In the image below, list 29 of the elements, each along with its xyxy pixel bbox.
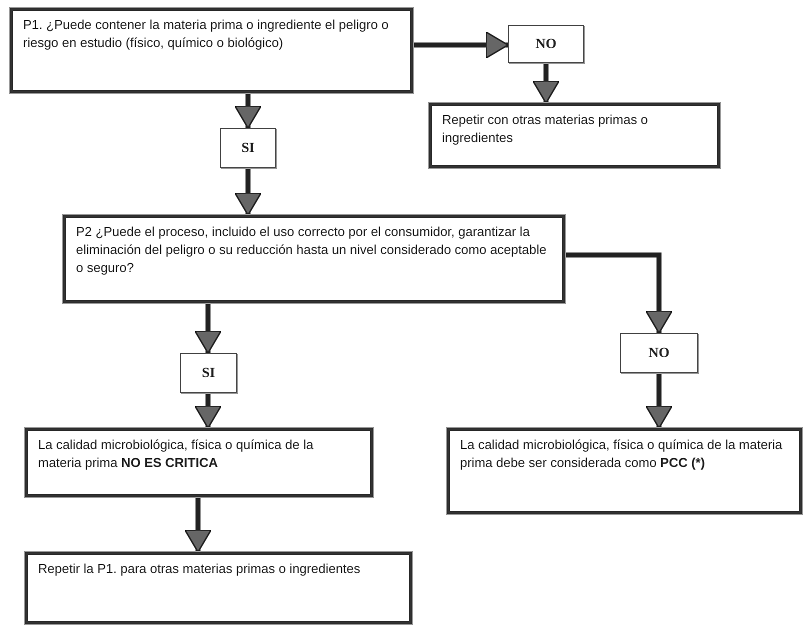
arrow — [645, 373, 673, 429]
answer-box — [620, 333, 698, 373]
process-box — [429, 103, 720, 168]
process-box — [10, 8, 413, 93]
arrow — [184, 497, 212, 553]
answer-box — [508, 25, 584, 63]
answer-label: NO — [648, 344, 670, 362]
arrow — [234, 168, 262, 216]
arrow — [413, 31, 509, 59]
box-text: P2 ¿Puede el proceso, incluido el uso correcto por el consumidor, garantizar la eliminación del peligro o su reducción hasta un nivel considerado como aceptable o seguro? — [76, 223, 548, 277]
box-text: Repetir la P1. para otras materias primas o ingredientes — [38, 560, 362, 578]
arrow — [234, 93, 262, 129]
arrow — [194, 393, 222, 429]
arrow — [194, 303, 222, 354]
arrow — [532, 63, 560, 104]
answer-label: NO — [536, 36, 556, 54]
answer-label: SI — [202, 364, 216, 382]
box-text: La calidad microbiológica, física o química de la materia prima NO ES CRITICA — [38, 436, 314, 472]
box-text: P1. ¿Puede contener la materia prima o ingrediente el peligro o riesgo en estudio (físico, químico o biológico) — [23, 16, 390, 52]
answer-box — [180, 353, 237, 393]
answer-label: SI — [241, 140, 255, 158]
process-box — [447, 428, 802, 514]
box-text: La calidad microbiológica, física o química de la materia prima debe ser considerada como PCC (*) — [460, 436, 784, 472]
arrow — [565, 252, 673, 334]
answer-box — [220, 128, 276, 168]
process-box — [63, 215, 565, 303]
box-text: Repetir con otras materias primas o ingredientes — [442, 111, 649, 147]
process-box — [25, 552, 412, 624]
process-box — [25, 428, 373, 497]
